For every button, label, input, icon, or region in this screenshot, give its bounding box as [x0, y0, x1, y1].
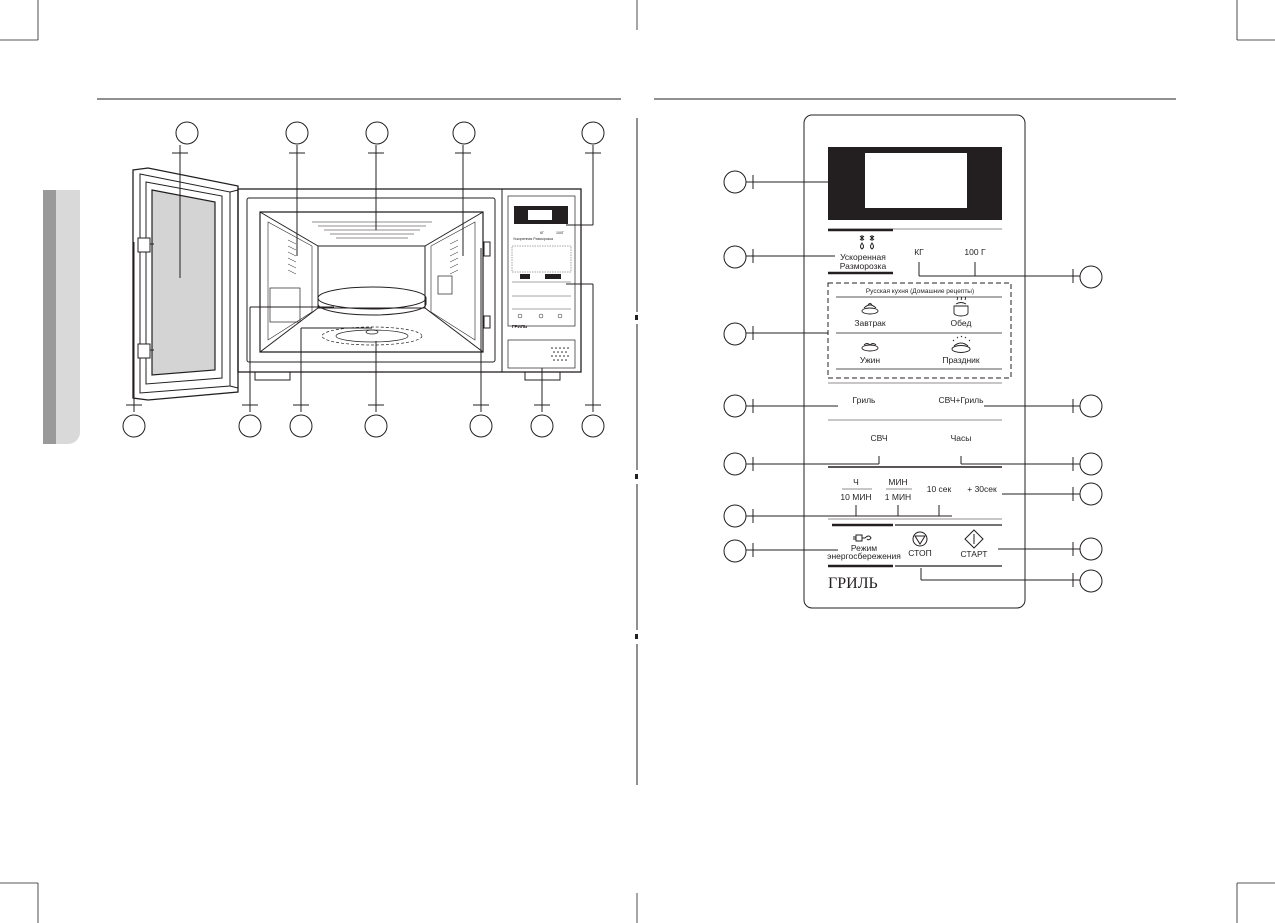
speaker-grill	[551, 347, 569, 361]
callout-door	[122, 414, 146, 438]
eco-icon	[853, 534, 872, 542]
lunch-icon	[953, 296, 969, 317]
roller-ring	[321, 326, 423, 346]
holiday-icon	[951, 335, 971, 353]
brand-label: ГРИЛЬ	[828, 575, 878, 592]
plus30sec-button[interactable]: + 30сек	[967, 484, 997, 494]
eco-label-line1: Режим	[851, 543, 877, 553]
dinner-icon	[861, 343, 879, 352]
panel-callout-display	[723, 170, 747, 194]
callout-control-panel	[581, 414, 605, 438]
holiday-button[interactable]: Праздник	[942, 355, 980, 365]
callout-door-latches	[469, 414, 493, 438]
stop-button[interactable]: СТОП	[908, 548, 931, 558]
lunch-button[interactable]: Обед	[951, 318, 972, 328]
display-window	[865, 153, 967, 208]
grill-button[interactable]: Гриль	[853, 395, 877, 405]
callout-display	[581, 121, 605, 145]
eco-label-line2: энергосбережения	[827, 551, 901, 561]
start-icon	[964, 529, 984, 549]
mini-100g-label: 100Г	[556, 231, 564, 235]
callout-side-vents	[285, 121, 309, 145]
ceiling-vents	[312, 221, 432, 239]
door	[132, 167, 239, 401]
10sec-button[interactable]: 10 сек	[927, 484, 952, 494]
min-label: МИН	[888, 477, 907, 487]
callout-top-vents	[365, 121, 389, 145]
defrost-label-line2: Разморозка	[840, 261, 887, 271]
panel-callout-cuisine	[723, 322, 747, 346]
dinner-button[interactable]: Ужин	[860, 355, 881, 365]
callout-coupler	[289, 414, 313, 438]
clock-button[interactable]: Часы	[951, 433, 972, 443]
side-tab	[43, 190, 80, 444]
mini-defrost-label: Ускоренная Разморозка	[513, 237, 553, 241]
panel-callout-lines	[746, 175, 1080, 587]
10min-button[interactable]: 10 МИН	[840, 492, 871, 502]
panel-callout-30sec	[1079, 482, 1103, 506]
panel-callout-weight	[1079, 265, 1103, 289]
mini-brand-label: ГРИЛЬ	[512, 324, 528, 329]
defrost-label-line1: Ускоренная	[840, 252, 886, 262]
turntable	[317, 286, 427, 316]
callout-lines-top	[172, 145, 601, 278]
mw-grill-button[interactable]: СВЧ+Гриль	[938, 395, 984, 405]
panel-callout-defrost	[723, 245, 747, 269]
start-button[interactable]: СТАРТ	[961, 549, 988, 559]
cuisine-box	[827, 282, 1012, 379]
oven-body	[237, 188, 582, 381]
mini-kg-label: КГ	[540, 231, 544, 235]
side-vents	[287, 239, 459, 275]
callout-turntable	[238, 414, 262, 438]
cuisine-title: Русская кухня (Домашние рецепты)	[866, 288, 974, 295]
hour-label: Ч	[853, 477, 859, 487]
panel-callout-grill	[723, 394, 747, 418]
panel-callout-mw-grill	[1079, 394, 1103, 418]
callout-roller-ring	[364, 414, 388, 438]
callout-right-vents	[452, 121, 476, 145]
defrost-icon	[859, 235, 875, 250]
door-glass	[151, 189, 216, 376]
panel-callout-mw	[723, 452, 747, 476]
mini-panel-labels: Ускоренная Разморозка КГ 100Г ГРИЛЬ	[512, 231, 564, 329]
panel-callout-stop	[1079, 569, 1103, 593]
100g-label: 100 Г	[964, 247, 986, 257]
panel-callout-clock	[1079, 452, 1103, 476]
1min-button[interactable]: 1 МИН	[885, 492, 911, 502]
callout-door-window	[175, 121, 199, 145]
callout-lines-bottom	[126, 242, 601, 412]
kg-label: КГ	[914, 247, 924, 257]
stop-icon	[912, 531, 928, 547]
panel-callout-eco	[723, 539, 747, 563]
callout-speaker	[530, 414, 554, 438]
breakfast-button[interactable]: Завтрак	[854, 318, 886, 328]
panel-outline	[803, 114, 1026, 609]
panel-callout-time	[723, 504, 747, 528]
breakfast-icon	[861, 303, 879, 315]
mw-button[interactable]: СВЧ	[870, 433, 887, 443]
panel-callout-start	[1079, 537, 1103, 561]
